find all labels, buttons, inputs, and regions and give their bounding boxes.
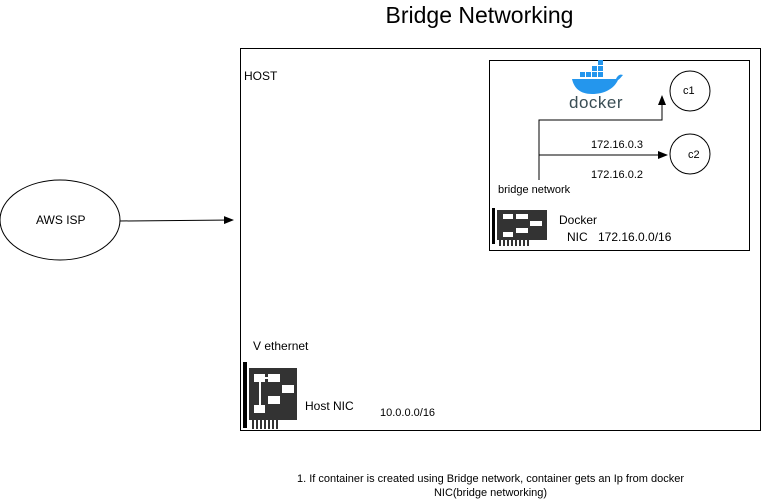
diagram-title: Bridge Networking — [0, 2, 761, 29]
container-c1-circle — [669, 70, 711, 112]
docker-nic-icon — [492, 208, 547, 246]
docker-logo-text: docker — [569, 93, 624, 112]
container-c1-label: c1 — [683, 85, 695, 97]
docker-logo-icon — [572, 60, 623, 94]
bridge-to-c1-arrow — [538, 95, 666, 180]
isp-ellipse — [0, 179, 121, 261]
footnote: 1. If container is created using Bridge … — [0, 472, 761, 500]
docker-nic-name: Docker — [559, 213, 598, 227]
container-c2-circle — [669, 133, 711, 175]
host-nic-icon — [243, 362, 297, 429]
ip-c2-label: 172.16.0.3 — [591, 139, 643, 151]
v-ethernet-label: V ethernet — [253, 339, 309, 353]
container-c2-label: c2 — [688, 149, 700, 161]
footnote-line-1: 1. If container is created using Bridge … — [296, 473, 685, 485]
docker-nic-label: NIC — [567, 230, 588, 244]
footnote-line-2: NIC(bridge networking) — [433, 487, 548, 499]
docker-nic-cidr: 172.16.0.0/16 — [598, 230, 672, 244]
bridge-network-label: bridge network — [498, 184, 571, 196]
title-text: Bridge Networking — [385, 2, 574, 28]
isp-to-host-arrow — [119, 216, 234, 225]
host-nic-label: Host NIC — [305, 399, 354, 413]
ip-c1-label: 172.16.0.2 — [591, 169, 643, 181]
host-nic-cidr: 10.0.0.0/16 — [380, 407, 436, 419]
isp-label: AWS ISP — [36, 213, 86, 227]
host-label: HOST — [244, 69, 278, 83]
